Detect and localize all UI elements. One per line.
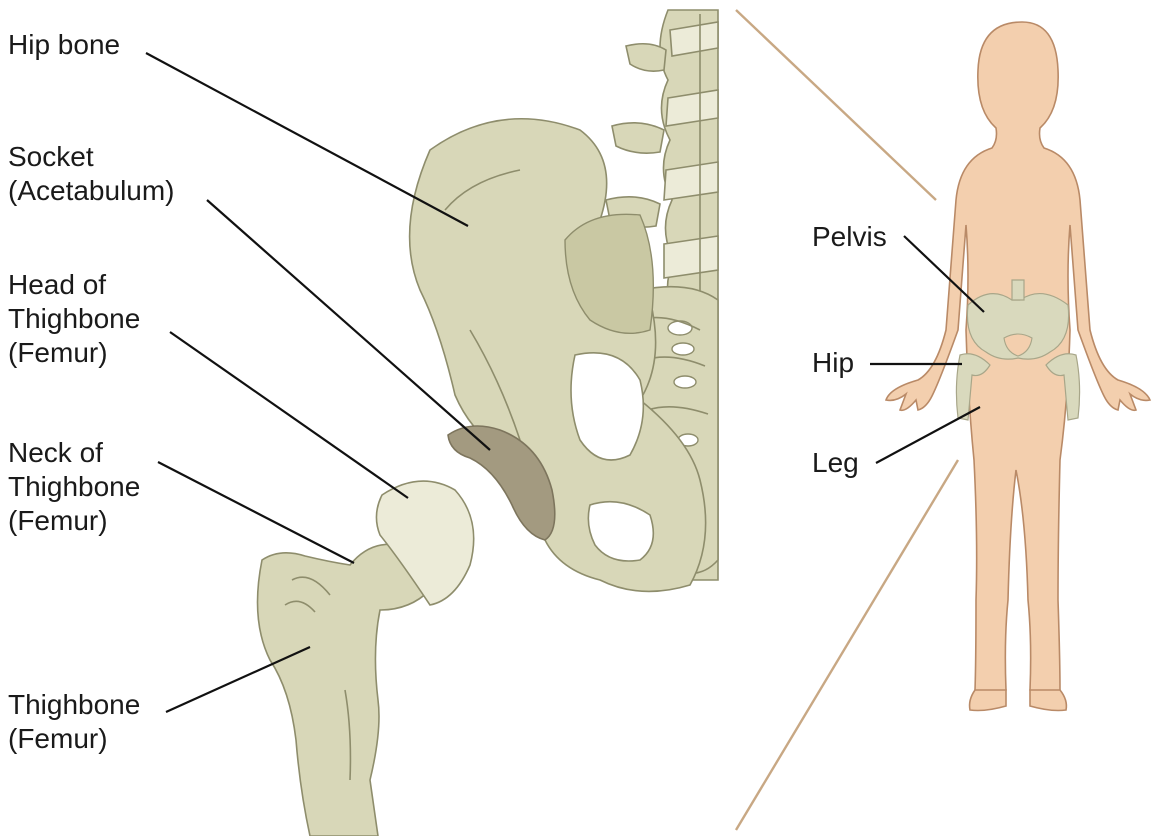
zoom-line-bottom: [736, 460, 958, 830]
femur: [258, 544, 431, 836]
label-neck-femur: Neck of Thighbone (Femur): [8, 436, 140, 538]
leader-neck-femur: [158, 462, 354, 563]
leader-leg: [876, 407, 980, 463]
human-body-figure: [886, 22, 1150, 711]
label-thighbone: Thighbone (Femur): [8, 688, 140, 756]
leader-hip-bone: [146, 53, 468, 226]
label-head-femur: Head of Thighbone (Femur): [8, 268, 140, 370]
leader-head-femur: [170, 332, 408, 498]
label-socket: Socket (Acetabulum): [8, 140, 175, 208]
zoom-line-top: [736, 10, 936, 200]
label-leg: Leg: [812, 446, 859, 480]
label-hip: Hip: [812, 346, 854, 380]
label-hip-bone: Hip bone: [8, 28, 120, 62]
label-pelvis: Pelvis: [812, 220, 887, 254]
